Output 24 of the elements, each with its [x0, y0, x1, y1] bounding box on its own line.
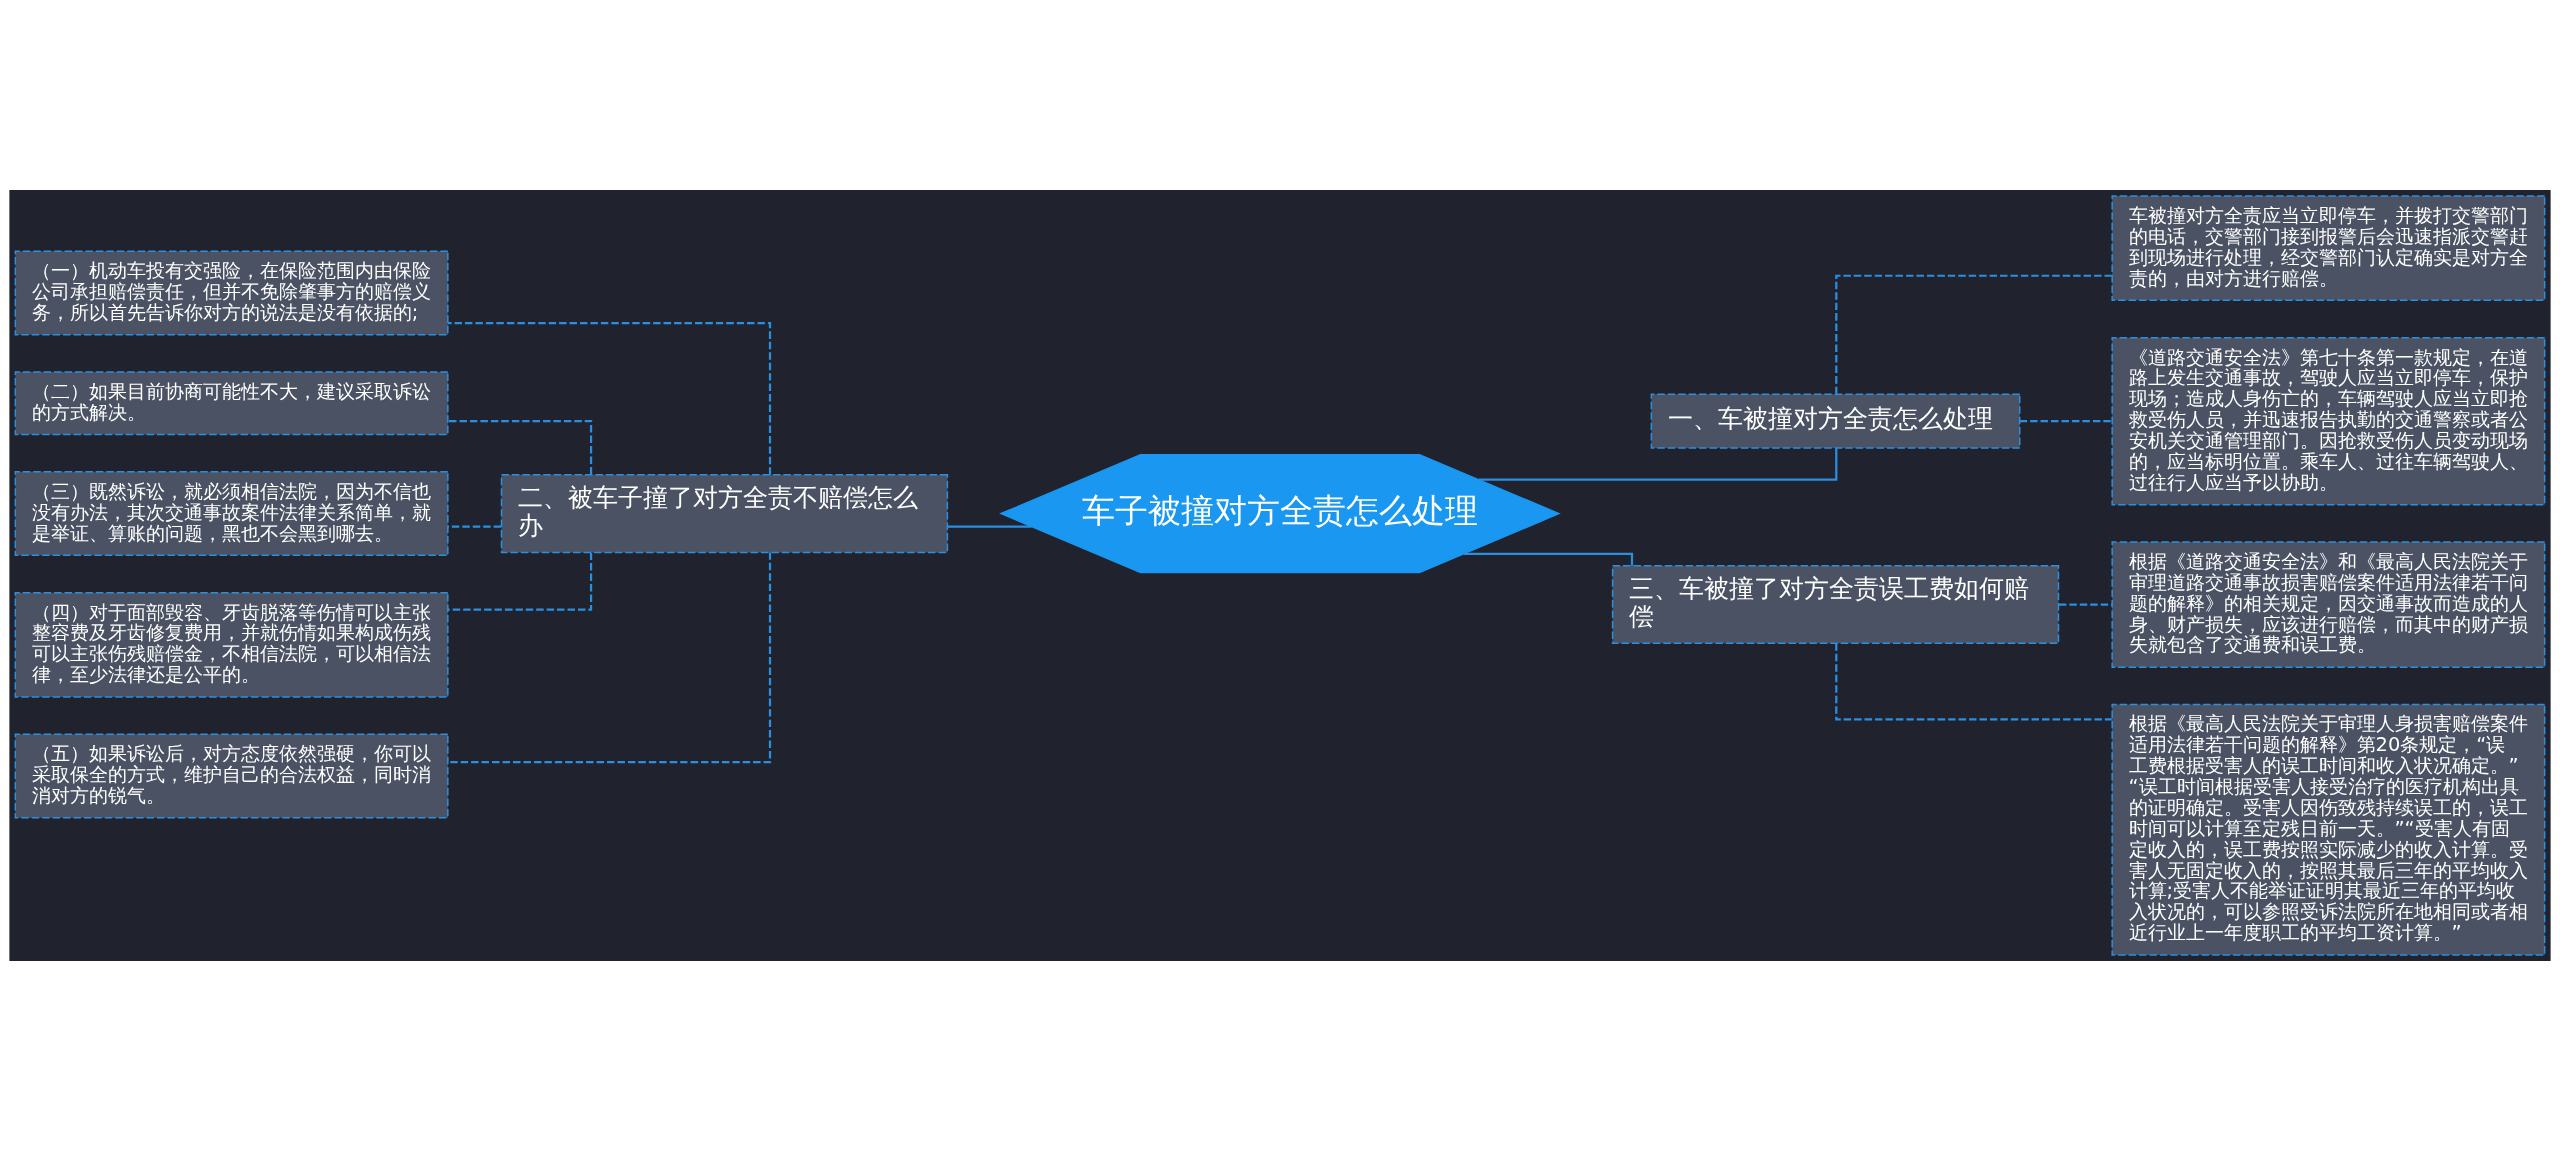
- node-box: （二）如果目前协商可能性不大，建议采取诉讼的方式解决。: [14, 371, 449, 436]
- connector: [447, 552, 772, 764]
- node-box: （五）如果诉讼后，对方态度依然强硬，你可以采取保全的方式，维护自己的合法权益，同时消消对方的锐气。: [14, 733, 449, 819]
- connector: [1478, 448, 1838, 481]
- node-box: （三）既然诉讼，就必须相信法院，因为不信也没有办法，其次交通事故案件法律关系简单，就是举证、算账的问题，黑也不会黑到哪去。: [14, 471, 449, 557]
- connector: [1835, 274, 2112, 394]
- connector: [447, 322, 772, 475]
- connector: [2019, 420, 2112, 423]
- connector: [447, 552, 593, 611]
- connector: [447, 525, 502, 528]
- connector: [447, 420, 593, 475]
- node-box: 一、车被撞对方全责怎么处理: [1650, 393, 2021, 449]
- node-box: 根据《最高人民法院关于审理人身损害赔偿案件适用法律若干问题的解释》第20条规定，“误工费根据受害人的误工时间和收入状况确定。”“误工时间根据受害人接受治疗的医疗机构出具的证明确定。受害人因伤致残持续误工的，误工时间可以计算至定残日前一天。”“受害人有固定收入的，误工费按照实际减少的收入计算。受害人无固定收入的，按照其最后三年的平均收入计算;受害人不能举证证明其最近三年的平均收入状况的，可以参照受诉法院所在地相同或者相近行业上一年度职工的平均工资计算。”: [2111, 703, 2546, 956]
- node-box: （四）对于面部毁容、牙齿脱落等伤情可以主张整容费及牙齿修复费用，并就伤情如果构成伤残可以主张伤残赔偿金，不相信法院，可以相信法律，至少法律还是公平的。: [14, 591, 449, 698]
- node-box: （一）机动车投有交强险，在保险范围内由保险公司承担赔偿责任，但并不免除肇事方的赔偿义务，所以首先告诉你对方的说法是没有依据的;: [14, 250, 449, 336]
- node-box: 《道路交通安全法》第七十条第一款规定，在道路上发生交通事故，驾驶人应当立即停车，保护现场；造成人身伤亡的，车辆驾驶人应当立即抢救受伤人员，并迅速报告执勤的交通警察或者公安机关交通管理部门。因抢救受伤人员变动现场的，应当标明位置。乘车人、过往车辆驾驶人、过往行人应当予以协助。: [2111, 336, 2546, 506]
- connector: [1835, 643, 2112, 721]
- node-box: 车被撞对方全责应当立即停车，并拨打交警部门的电话，交警部门接到报警后会迅速指派交警赶到现场进行处理，经交警部门认定确实是对方全责的，由对方进行赔偿。: [2111, 195, 2546, 302]
- node-box: 三、车被撞了对方全责误工费如何赔偿: [1611, 565, 2060, 645]
- node-box: 二、被车子撞了对方全责不赔偿怎么办: [500, 474, 949, 554]
- connector: [2058, 603, 2113, 606]
- connector: [1463, 552, 1634, 566]
- node-box: 根据《道路交通安全法》和《最高人民法院关于审理道路交通事故损害赔偿案件适用法律若干问题的解释》的相关规定，因交通事故而造成的人身、财产损失，应该进行赔偿，而其中的财产损失就包含了交通费和误工费。: [2111, 541, 2546, 668]
- connector: [947, 525, 1032, 528]
